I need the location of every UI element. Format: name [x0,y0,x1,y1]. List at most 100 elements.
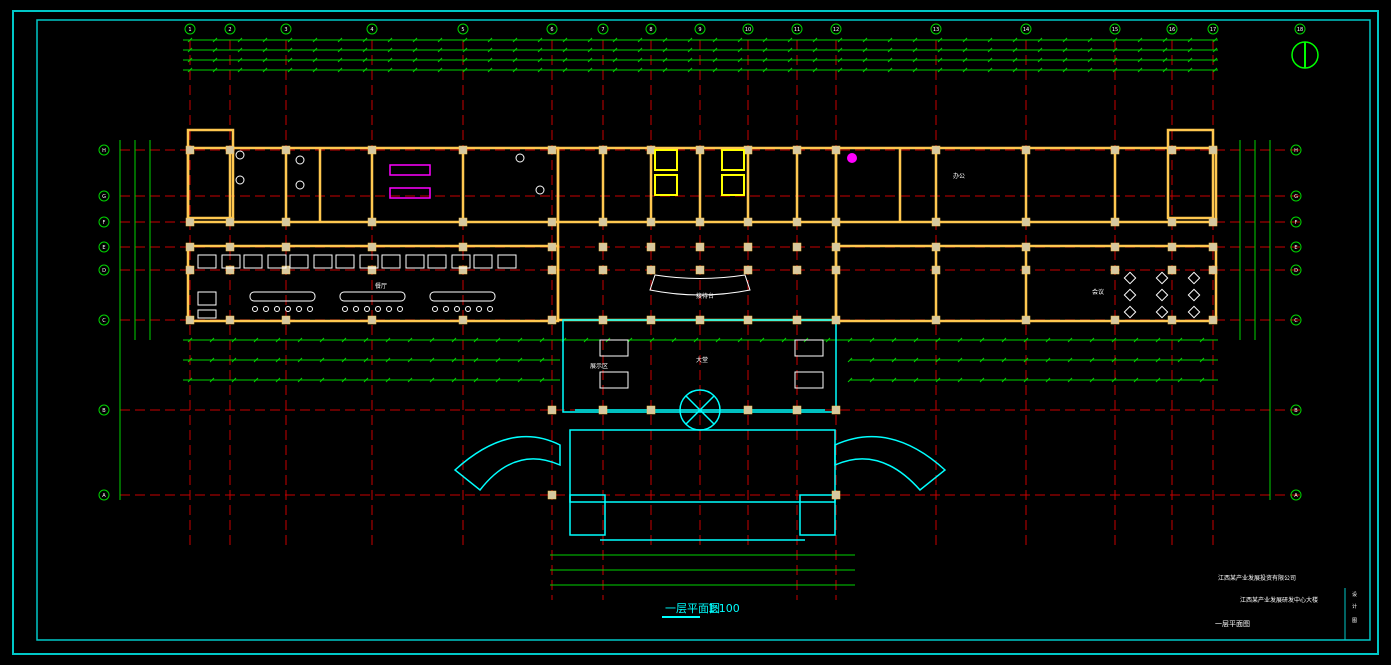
dim-tick [539,337,545,343]
display-case [599,371,629,389]
axis-label-side: B [1294,408,1298,414]
dim-tick [512,67,518,73]
dim-tick [1087,67,1093,73]
dim-tick [341,357,347,363]
axis-label-side: G [102,194,106,200]
column [1208,242,1218,252]
dim-tick [187,67,193,73]
column [225,217,235,227]
dim-tick [562,57,568,63]
dim-tick [1133,337,1139,343]
fixture [235,175,245,185]
axis-label-side: A [1294,493,1298,499]
column [1021,242,1031,252]
entrance-canopies [453,435,947,492]
dining-table [289,254,309,269]
furniture [197,150,1201,389]
dim-tick [512,57,518,63]
long-table [429,291,496,302]
axis-bubble-top [830,23,842,35]
column [1110,145,1120,155]
column [367,265,377,275]
dim-tick [962,47,968,53]
dim-tick [462,47,468,53]
title-block-project: 江西某产业发展研发中心大楼 [1240,596,1318,604]
dim-tick [612,67,618,73]
dim-tick [237,47,243,53]
dim-tick [362,67,368,73]
column [743,405,753,415]
dim-tick [781,337,787,343]
dim-tick [637,37,643,43]
dim-tick [1067,337,1073,343]
column [931,242,941,252]
column [185,145,195,155]
column [743,145,753,155]
dim-tick [209,337,215,343]
dim-tick [662,47,668,53]
column [458,265,468,275]
dim-tick [612,37,618,43]
dim-tick [693,337,699,343]
dim-tick [1062,37,1068,43]
dim-tick [712,47,718,53]
dim-tick [937,37,943,43]
dim-tick [1137,57,1143,63]
column [1021,217,1031,227]
column [646,405,656,415]
dim-tick [887,67,893,73]
dim-tick [737,37,743,43]
chair [263,306,269,312]
dim-tick [451,377,457,383]
dim-tick [297,377,303,383]
dim-tick [187,337,193,343]
axis-label-top: 4 [370,27,373,33]
room-office: 办公 [953,172,965,180]
axis-bubble-side [1290,241,1302,253]
column [695,217,705,227]
column [547,145,557,155]
dim-tick [812,57,818,63]
dim-tick [1045,377,1051,383]
dim-tick [437,47,443,53]
dining-table [197,254,217,269]
dim-tick [512,47,518,53]
column [792,217,802,227]
column [225,265,235,275]
axis-bubble-top [694,23,706,35]
dim-tick [387,47,393,53]
axis-bubble-side [1290,216,1302,228]
dim-tick [253,357,259,363]
dim-tick [337,67,343,73]
dim-tick [1187,67,1193,73]
chair [476,306,482,312]
chair [342,306,348,312]
dim-tick [1212,37,1218,43]
dim-tick [262,57,268,63]
dim-tick [212,57,218,63]
axis-label-side: F [1295,220,1298,226]
dim-tick [1087,47,1093,53]
meeting-table [1155,271,1169,285]
dim-tick [412,47,418,53]
dim-tick [1089,337,1095,343]
dim-tick [1062,67,1068,73]
column [1167,242,1177,252]
chair [386,306,392,312]
dim-tick [869,337,875,343]
dim-tick [495,377,501,383]
dim-tick [649,337,655,343]
chair [397,306,403,312]
dim-tick [891,337,897,343]
dining-table [405,254,425,269]
dim-tick [862,37,868,43]
dim-tick [987,37,993,43]
dim-tick [1089,377,1095,383]
axis-label-side: A [102,493,106,499]
dim-tick [312,47,318,53]
column [695,145,705,155]
display-case [794,371,824,389]
dim-tick [979,337,985,343]
dim-tick [812,37,818,43]
